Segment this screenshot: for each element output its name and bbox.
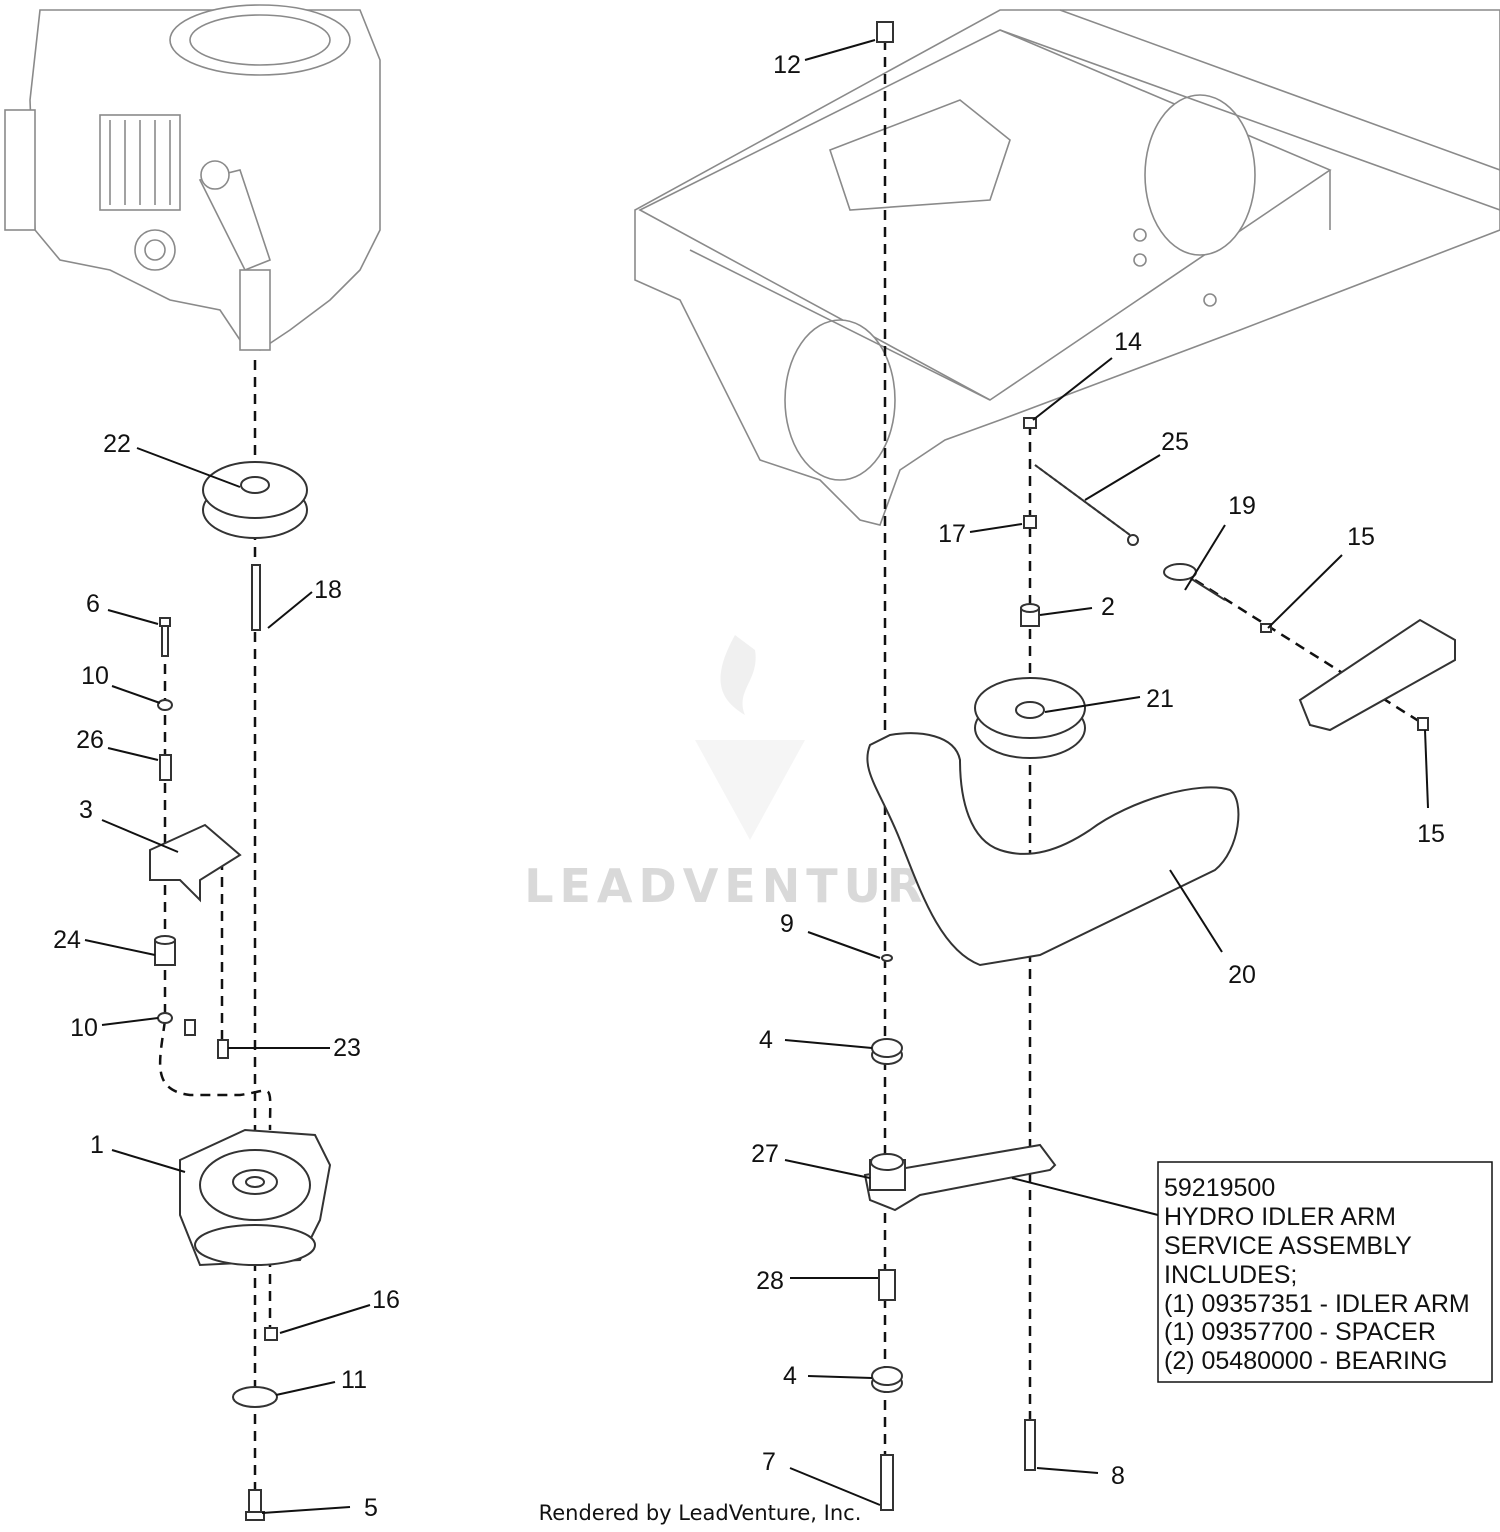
footer-credit: Rendered by LeadVenture, Inc. <box>539 1501 862 1525</box>
part-key-18 <box>251 564 261 631</box>
callout-14: 14 <box>1114 328 1142 356</box>
callout-18: 18 <box>314 576 342 604</box>
callout-10-bottom: 10 <box>70 1014 98 1042</box>
part-washer-11 <box>232 1386 278 1408</box>
part-spacer-28 <box>878 1269 896 1301</box>
part-bearing-4-top <box>871 1038 903 1065</box>
service-assembly-note: 59219500 HYDRO IDLER ARM SERVICE ASSEMBL… <box>1157 1161 1493 1383</box>
note-line-4: INCLUDES; <box>1164 1261 1297 1289</box>
callout-24: 24 <box>53 926 81 954</box>
part-spacer-26 <box>159 754 172 781</box>
part-nut-16 <box>264 1327 278 1341</box>
part-bolt-8 <box>1024 1419 1036 1471</box>
note-line-3: SERVICE ASSEMBLY <box>1164 1232 1412 1260</box>
callout-19: 19 <box>1228 492 1256 520</box>
part-pulley-21 <box>974 677 1086 759</box>
callout-9: 9 <box>780 910 794 938</box>
note-line-5: (1) 09357351 - IDLER ARM <box>1164 1290 1470 1318</box>
part-belt-20 <box>866 732 1240 967</box>
callout-15-bottom: 15 <box>1417 820 1445 848</box>
callout-8: 8 <box>1111 1462 1125 1490</box>
callout-7: 7 <box>762 1448 776 1476</box>
callout-20: 20 <box>1228 961 1256 989</box>
leader-lines <box>84 39 1429 1514</box>
callout-6: 6 <box>86 590 100 618</box>
part-bolt-6 <box>159 617 171 657</box>
note-line-6: (1) 09357700 - SPACER <box>1164 1318 1436 1346</box>
part-nut-14 <box>1023 417 1037 429</box>
watermark-logo <box>695 635 805 840</box>
part-bearing-4-bottom <box>871 1366 903 1393</box>
note-line-1: 59219500 <box>1164 1174 1275 1202</box>
callout-15-top: 15 <box>1347 523 1375 551</box>
callout-21: 21 <box>1146 685 1174 713</box>
callouts: 22 18 6 10 26 3 24 10 23 1 16 11 5 12 14… <box>53 51 1445 1522</box>
part-idler-arm-27 <box>863 1143 1057 1212</box>
note-line-2: HYDRO IDLER ARM <box>1164 1203 1396 1231</box>
part-bracket-3 <box>149 823 242 903</box>
part-bushing-24 <box>154 935 176 966</box>
callout-25: 25 <box>1161 428 1189 456</box>
callout-10-top: 10 <box>81 662 109 690</box>
part-nut-12 <box>876 21 894 43</box>
engine-illustration <box>4 4 381 351</box>
callout-2: 2 <box>1101 593 1115 621</box>
frame-illustration <box>634 9 1500 526</box>
part-washer-9 <box>881 954 893 962</box>
callout-26: 26 <box>76 726 104 754</box>
part-bolt-23 <box>184 1019 229 1059</box>
callout-4-bottom: 4 <box>783 1362 797 1390</box>
callout-1: 1 <box>90 1131 104 1159</box>
part-bracket-15 <box>1260 618 1456 732</box>
callout-28: 28 <box>756 1267 784 1295</box>
callout-22: 22 <box>103 430 131 458</box>
callout-12: 12 <box>773 51 801 79</box>
part-spacer-2 <box>1020 603 1040 627</box>
part-eyebolt-19 <box>1163 563 1226 601</box>
part-clutch-1 <box>179 1128 332 1267</box>
callout-3: 3 <box>79 796 93 824</box>
part-spring-25 <box>1034 464 1139 546</box>
watermark-text: LEADVENTURE <box>524 859 966 913</box>
part-nut-17 <box>1023 515 1037 529</box>
part-washer-10-bottom <box>157 1012 173 1024</box>
part-bolt-5 <box>245 1489 265 1521</box>
note-line-7: (2) 05480000 - BEARING <box>1164 1347 1447 1375</box>
callout-27: 27 <box>751 1140 779 1168</box>
callout-5: 5 <box>364 1494 378 1522</box>
callout-16: 16 <box>372 1286 400 1314</box>
callout-4-top: 4 <box>759 1026 773 1054</box>
callout-23: 23 <box>333 1034 361 1062</box>
part-pulley-22 <box>202 461 308 539</box>
callout-17: 17 <box>938 520 966 548</box>
callout-11: 11 <box>341 1366 367 1394</box>
part-bolt-7 <box>880 1454 894 1511</box>
part-washer-10-top <box>157 699 173 711</box>
